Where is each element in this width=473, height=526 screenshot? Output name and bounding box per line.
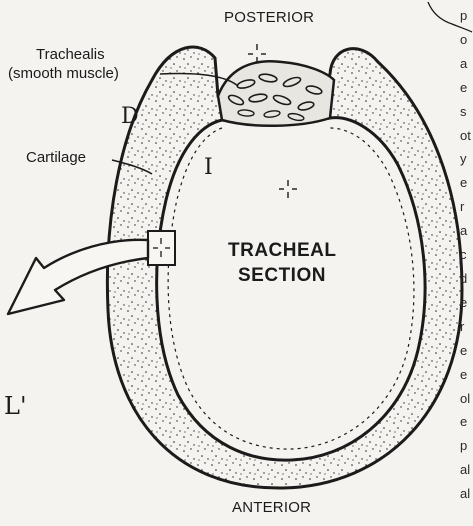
margin-letter: ol <box>460 391 470 406</box>
margin-letter: e <box>460 175 467 190</box>
margin-letter: al <box>460 462 470 477</box>
magnification-box <box>148 231 175 265</box>
margin-letter: e <box>460 414 467 429</box>
margin-letter: c <box>460 247 467 262</box>
margin-letter: y <box>460 151 467 166</box>
handwritten-d: D <box>121 106 139 128</box>
handwritten-l: L' <box>4 394 27 418</box>
margin-letter: o <box>460 32 467 47</box>
tracheal-lumen <box>157 118 425 460</box>
margin-letter: a <box>460 223 467 238</box>
anterior-label: ANTERIOR <box>232 500 311 515</box>
margin-letter: p <box>460 438 467 453</box>
margin-letter: r <box>460 199 464 214</box>
posterior-label: POSTERIOR <box>224 10 314 25</box>
trachealis-label: Trachealis <box>36 47 105 62</box>
section-title-line1: TRACHEAL <box>228 241 337 260</box>
margin-letter: e <box>460 295 467 310</box>
margin-letter: s <box>460 104 467 119</box>
margin-letter: e <box>460 343 467 358</box>
margin-letter: e <box>460 367 467 382</box>
smooth-muscle-label: (smooth muscle) <box>8 66 119 81</box>
handwritten-i: I <box>204 157 213 179</box>
margin-letter: d <box>460 271 467 286</box>
margin-letter: a <box>460 56 467 71</box>
margin-letter: r <box>460 319 464 334</box>
trachealis-muscle <box>218 61 334 126</box>
crosshair-marker-posterior <box>248 44 266 63</box>
margin-letter: e <box>460 80 467 95</box>
margin-letter: ot <box>460 128 471 143</box>
section-title-line2: SECTION <box>238 266 326 285</box>
margin-letter: al <box>460 486 470 501</box>
cartilage-label: Cartilage <box>26 150 86 165</box>
margin-letter: p <box>460 8 467 23</box>
